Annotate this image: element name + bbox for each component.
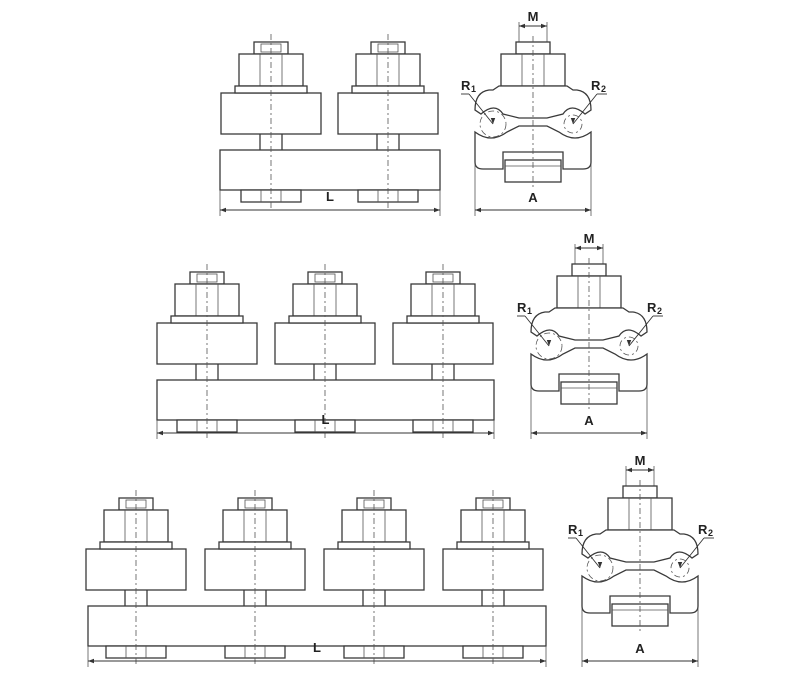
radius-arrow xyxy=(570,118,576,124)
dimension-arrow xyxy=(575,245,581,251)
radius-label-r1: R xyxy=(461,78,471,93)
front-views xyxy=(85,34,547,667)
side-view-1 xyxy=(461,22,607,216)
radius-label-r1: R xyxy=(517,300,527,315)
side-view-3 xyxy=(568,466,714,667)
radius-label-r2-index: 2 xyxy=(708,528,713,538)
dimension-arrow xyxy=(434,207,440,213)
conductor-groove-r1 xyxy=(479,110,507,138)
dimension-label-length: L xyxy=(313,640,321,655)
radius-label-r1-index: 1 xyxy=(527,306,532,316)
radius-arrow xyxy=(626,340,632,346)
dimension-label-width: A xyxy=(528,190,538,205)
dimension-label-bolt: M xyxy=(635,453,646,468)
radius-label-r1-index: 1 xyxy=(471,84,476,94)
base-plate xyxy=(156,379,495,421)
lower-clamp xyxy=(530,347,648,392)
radius-leader-r2 xyxy=(679,537,705,569)
radius-label-r2-index: 2 xyxy=(601,84,606,94)
front-view-2 xyxy=(156,264,495,440)
dimension-arrow xyxy=(648,467,654,473)
radius-arrow xyxy=(490,118,496,124)
base-plate xyxy=(87,605,547,647)
conductor-groove-r1 xyxy=(535,332,563,360)
radius-label-r2: R xyxy=(698,522,708,537)
lower-clamp xyxy=(474,125,592,170)
radius-label-r1-index: 1 xyxy=(578,528,583,538)
dimension-arrow xyxy=(88,658,94,664)
dimension-arrow xyxy=(531,430,537,436)
dimension-label-bolt: M xyxy=(528,9,539,24)
dimension-arrow xyxy=(626,467,632,473)
radius-arrow xyxy=(677,562,683,568)
dimension-label-width: A xyxy=(584,413,594,428)
radius-label-r2: R xyxy=(591,78,601,93)
dimension-arrow xyxy=(540,658,546,664)
base-plate xyxy=(219,149,441,191)
conductor-groove-r2 xyxy=(670,558,690,578)
dimension-arrow xyxy=(475,207,481,213)
dimension-arrow xyxy=(488,430,494,436)
radius-leader-r2 xyxy=(572,93,598,125)
dimension-arrow xyxy=(692,658,698,664)
dimension-arrow xyxy=(597,245,603,251)
dimension-label-length: L xyxy=(326,189,334,204)
radius-arrow xyxy=(546,340,552,346)
conductor-groove-r2 xyxy=(563,114,583,134)
radius-leader-r1 xyxy=(575,537,601,569)
dimension-arrow xyxy=(641,430,647,436)
front-view-3 xyxy=(85,490,547,667)
radius-label-r2-index: 2 xyxy=(657,306,662,316)
conductor-groove-r2 xyxy=(619,336,639,356)
dimension-arrow xyxy=(157,430,163,436)
side-views xyxy=(461,22,714,667)
dimension-label-length: L xyxy=(322,412,330,427)
radius-leader-r2 xyxy=(628,315,654,347)
dimension-arrow xyxy=(220,207,226,213)
front-view-1 xyxy=(219,34,441,216)
dimension-arrow xyxy=(585,207,591,213)
dimension-arrow xyxy=(541,23,547,29)
dimension-arrow xyxy=(519,23,525,29)
dimension-arrow xyxy=(582,658,588,664)
radius-leader-r1 xyxy=(468,93,494,125)
radius-label-r1: R xyxy=(568,522,578,537)
radius-arrow xyxy=(597,562,603,568)
conductor-groove-r1 xyxy=(586,554,614,582)
lower-clamp xyxy=(581,569,699,614)
radius-label-r2: R xyxy=(647,300,657,315)
radius-leader-r1 xyxy=(524,315,550,347)
dimension-label-bolt: M xyxy=(584,231,595,246)
dimension-label-width: A xyxy=(635,641,645,656)
side-view-2 xyxy=(517,244,663,439)
